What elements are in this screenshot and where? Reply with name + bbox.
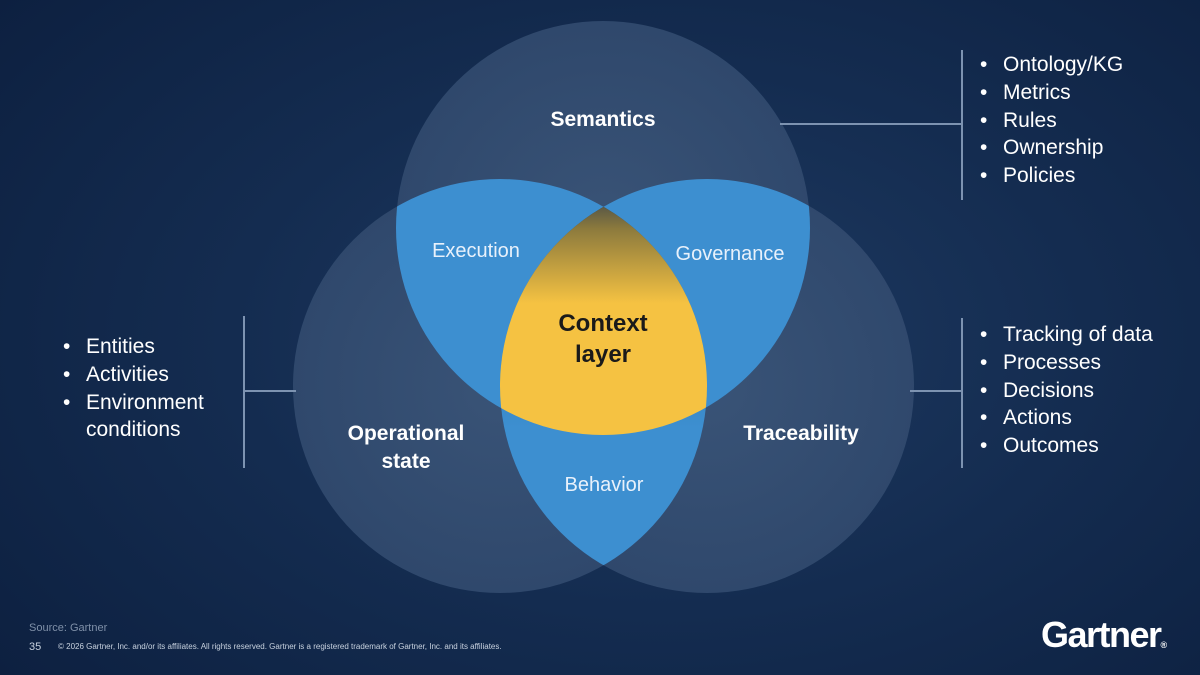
label-context-line1: Context <box>558 310 647 337</box>
label-operational-state-line2: state <box>381 450 430 473</box>
bracket-semantics <box>961 50 963 200</box>
label-execution: Execution <box>432 240 520 262</box>
label-semantics: Semantics <box>550 108 655 131</box>
list-item: Entities <box>61 333 236 361</box>
bracket-operational <box>243 316 245 468</box>
list-item: Actions <box>978 404 1153 432</box>
list-item: Ownership <box>978 134 1123 162</box>
list-item: Decisions <box>978 377 1153 405</box>
label-governance: Governance <box>676 243 785 265</box>
list-item: Environment conditions <box>61 389 236 445</box>
label-context-line2: layer <box>575 341 631 368</box>
registered-mark: ® <box>1160 640 1168 650</box>
label-traceability: Traceability <box>743 422 859 445</box>
connector-traceability <box>910 390 962 392</box>
list-item: Ontology/KG <box>978 51 1123 79</box>
traceability-list: Tracking of data Processes Decisions Act… <box>978 321 1153 460</box>
list-item: Rules <box>978 107 1123 135</box>
list-item: Activities <box>61 361 236 389</box>
page-number: 35 <box>29 641 42 653</box>
list-item: Processes <box>978 349 1153 377</box>
source-note: Source: Gartner <box>29 622 108 634</box>
operational-list: Entities Activities Environment conditio… <box>61 333 236 444</box>
label-behavior: Behavior <box>565 474 644 496</box>
logo-text: Gartner <box>1041 614 1162 655</box>
gartner-logo: Gartner® <box>1041 614 1167 656</box>
bracket-traceability <box>961 318 963 468</box>
list-item: Outcomes <box>978 432 1153 460</box>
overlap-context-layer <box>500 179 707 435</box>
connector-operational <box>244 390 296 392</box>
list-item: Metrics <box>978 79 1123 107</box>
copyright-notice: © 2026 Gartner, Inc. and/or its affiliat… <box>58 642 502 651</box>
list-item: Tracking of data <box>978 321 1153 349</box>
semantics-list: Ontology/KG Metrics Rules Ownership Poli… <box>978 51 1123 190</box>
label-operational-state-line1: Operational <box>348 422 465 445</box>
connector-semantics <box>780 123 962 125</box>
list-item: Policies <box>978 162 1123 190</box>
